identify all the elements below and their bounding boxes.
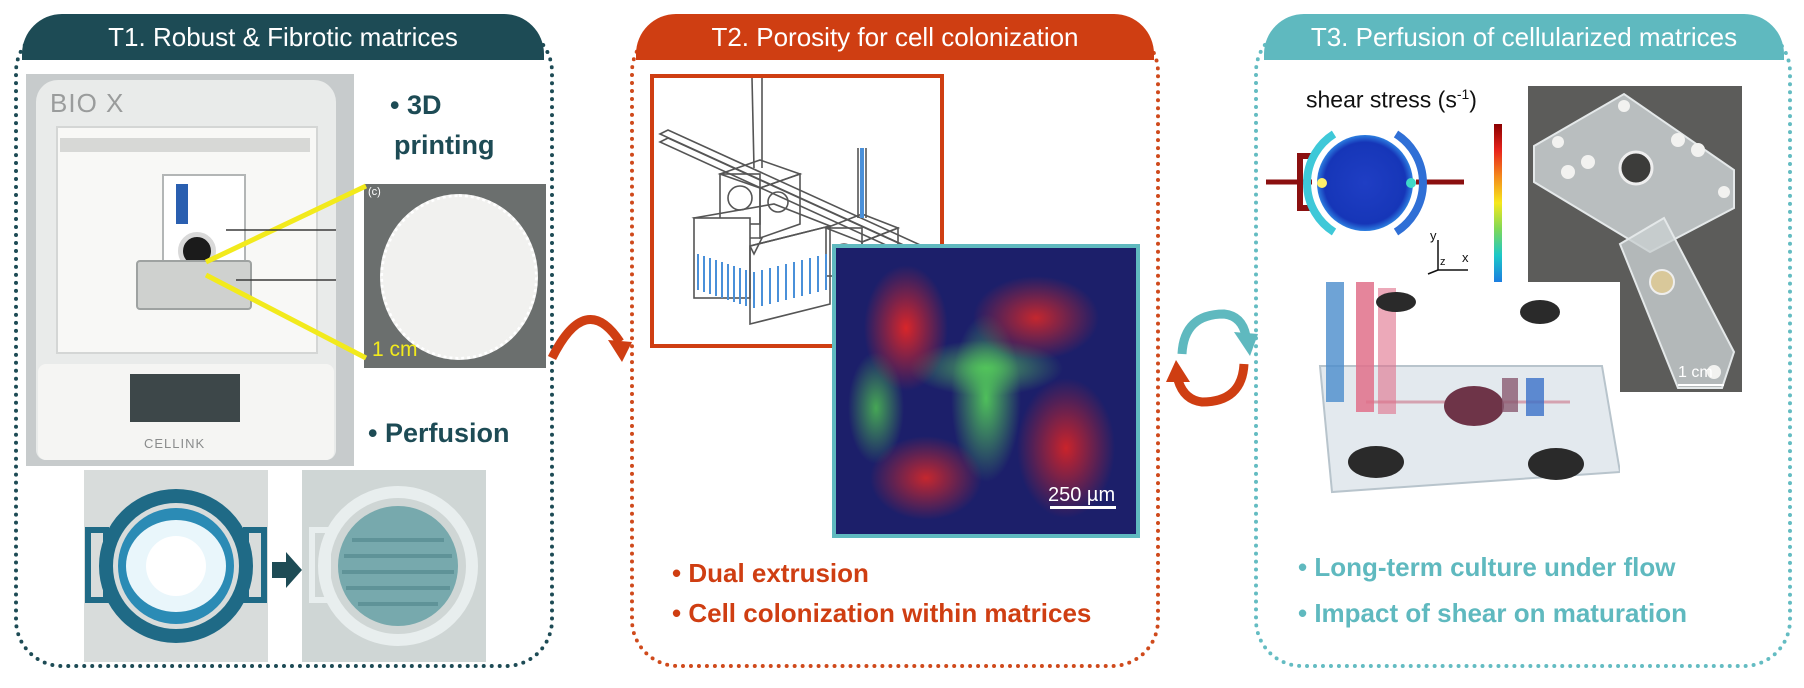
shear-stress-label-end: ) xyxy=(1469,86,1477,113)
chip-after-drawing xyxy=(309,486,478,646)
device-scale-bar xyxy=(1560,504,1610,506)
axis-label-x: x xyxy=(1462,250,1469,265)
arrow-right-icon xyxy=(272,552,302,588)
axis-label-y: y xyxy=(1430,228,1437,243)
perfusion-chip-photo-after xyxy=(302,470,486,662)
cell-colonization-micrograph: 250 µm xyxy=(832,244,1140,538)
zoom-lines xyxy=(204,183,368,361)
bullet-long-term-culture: • Long-term culture under flow xyxy=(1298,552,1676,582)
photo-tag: (c) xyxy=(368,186,381,198)
printer-footer: CELLINK xyxy=(144,436,206,451)
scaffold-disc xyxy=(380,194,538,360)
chip-scale-label: 1 cm xyxy=(1678,364,1713,381)
scale-label-1cm: 1 cm xyxy=(372,338,418,361)
chip-drawing xyxy=(1533,92,1736,389)
device-scale-label: 1 cm xyxy=(1562,482,1597,499)
cellularized-device-photo: 1 cm xyxy=(1306,282,1620,516)
chip-scale-bar xyxy=(1678,384,1724,386)
shear-stress-label-base: shear stress (s xyxy=(1306,86,1457,113)
device-drawing xyxy=(1318,282,1620,494)
bullet-perfusion: • Perfusion xyxy=(368,418,510,448)
bullet-dual-extrusion: • Dual extrusion xyxy=(672,558,869,588)
bullet-3d-printing-line1: • 3D xyxy=(390,90,442,120)
bullet-impact-of-shear: • Impact of shear on maturation xyxy=(1298,598,1688,628)
printhead-blue-clip xyxy=(176,184,188,224)
shear-stress-label: shear stress (s-1) xyxy=(1306,86,1477,114)
microfluidic-chip-photo: 1 cm xyxy=(1528,86,1742,392)
shear-stress-simulation xyxy=(1266,130,1464,236)
printer-screen xyxy=(130,374,240,422)
print-bed xyxy=(136,260,252,310)
perfusion-chip-photo-before xyxy=(84,470,268,662)
bullet-3d-printing-line2: printing xyxy=(394,130,495,160)
curved-arrow-t1-t2-icon xyxy=(547,315,632,362)
printer-rail xyxy=(60,138,310,152)
panel-t3-title: T3. Perfusion of cellularized matrices xyxy=(1264,14,1784,60)
bullet-cell-colonization: • Cell colonization within matrices xyxy=(672,598,1092,628)
panel-t1-title: T1. Robust & Fibrotic matrices xyxy=(22,14,544,60)
panel-t2-title: T2. Porosity for cell colonization xyxy=(636,14,1154,60)
shear-stress-label-sup: -1 xyxy=(1456,86,1470,102)
dual-extrusion-drawing xyxy=(658,78,940,326)
axis-label-z: z xyxy=(1440,256,1446,268)
printer-brand: BIO X xyxy=(50,88,125,118)
shear-colorbar xyxy=(1494,124,1502,308)
bioprinter-photo: BIO X CELLINK xyxy=(26,74,354,466)
printed-scaffold-photo: (c) 1 cm xyxy=(364,184,546,368)
scale-bar-250um xyxy=(1050,506,1116,509)
chip-before-drawing xyxy=(85,489,267,643)
cycle-arrows-icon xyxy=(1166,309,1258,407)
scale-label-250um: 250 µm xyxy=(1048,484,1116,506)
axis-triad xyxy=(1427,240,1468,275)
